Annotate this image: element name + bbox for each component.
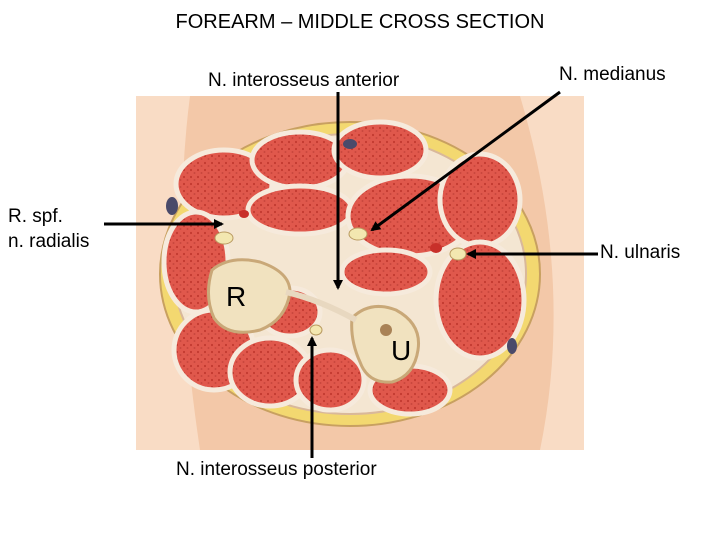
pointer-medianus xyxy=(370,90,561,232)
muscle xyxy=(339,247,433,297)
muscle xyxy=(331,119,429,181)
diagram-title: FOREARM – MIDDLE CROSS SECTION xyxy=(175,11,545,33)
muscles xyxy=(161,119,527,417)
muscle xyxy=(245,183,355,237)
label-ulnaris: N. ulnaris xyxy=(600,242,681,263)
muscle xyxy=(249,129,351,191)
muscle xyxy=(437,151,523,249)
muscle xyxy=(433,239,527,361)
ulna-bone xyxy=(350,304,421,384)
muscle xyxy=(293,347,367,413)
neurovascular-bundles xyxy=(166,139,517,354)
label-radialis-line1: R. spf. xyxy=(8,206,63,227)
bone-label-radius: R xyxy=(226,281,247,312)
label-medianus: N. medianus xyxy=(559,64,666,85)
label-radialis-line2: n. radialis xyxy=(8,231,90,252)
interosseous-membrane xyxy=(285,289,358,323)
label-interosseus-anterior: N. interosseus anterior xyxy=(208,70,400,91)
bone-label-ulna: U xyxy=(391,335,412,366)
radius-bone xyxy=(207,258,292,334)
label-interosseus-posterior: N. interosseus posterior xyxy=(176,459,377,480)
pointer-lines xyxy=(104,90,598,458)
